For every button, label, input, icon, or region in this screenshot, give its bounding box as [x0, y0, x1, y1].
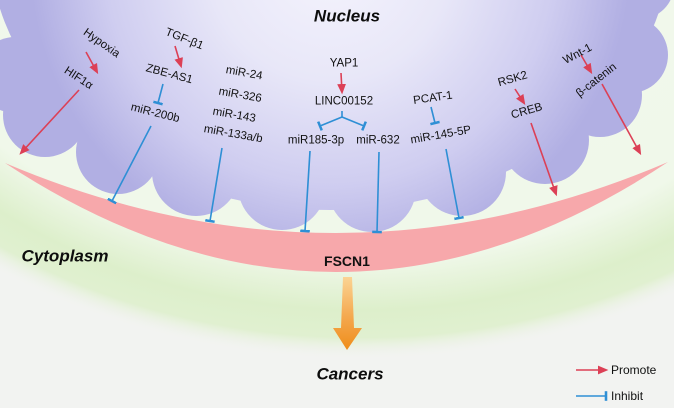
inhibit-mircluster-fscn1 — [205, 147, 223, 224]
inhibit-linc-mir185 — [316, 116, 343, 131]
cancers-title: Cancers — [316, 364, 384, 384]
arrow-wnt1-bcatenin — [580, 54, 593, 75]
node-mir-632: miR-632 — [356, 134, 400, 147]
node-yap1: YAP1 — [329, 57, 359, 70]
node-linc00152: LINC00152 — [314, 95, 374, 108]
legend-inhibit-label: Inhibit — [611, 389, 644, 403]
legend-promote-label: Promote — [611, 363, 657, 377]
arrow-creb-membrane — [530, 122, 558, 197]
arrow-tgfb1-zbeas1 — [174, 45, 183, 69]
inhibit-mir632-fscn1 — [372, 151, 382, 234]
arrow-hypoxia-hif1a — [85, 51, 99, 75]
inhibit-pcat1-mir145 — [430, 106, 440, 126]
nucleus-blob — [0, 0, 671, 232]
arrow-bcatenin-membrane — [601, 83, 642, 156]
arrow-hif1a-membrane — [19, 89, 80, 155]
cytoplasm-title: Cytoplasm — [21, 246, 109, 266]
arrow-yap1-linc00152 — [337, 72, 346, 95]
node-mir185-3p: miR185-3p — [287, 134, 345, 147]
membrane-band — [5, 162, 668, 273]
fscn1-cancers-arrow — [333, 277, 362, 350]
inhibit-mir145-fscn1 — [445, 148, 464, 221]
inhibit-mir200b-fscn1 — [107, 125, 152, 205]
promote-arrows — [19, 45, 642, 197]
inhibit-zbeas1-mir200b — [153, 83, 164, 106]
legend-symbols — [576, 365, 609, 401]
nucleus-title: Nucleus — [313, 6, 381, 26]
inhibit-lines — [107, 83, 464, 234]
arrow-rsk2-creb — [514, 88, 526, 106]
fscn1-label: FSCN1 — [324, 253, 370, 269]
inhibit-mir185-fscn1 — [300, 150, 311, 233]
inhibit-linc-mir632 — [341, 116, 368, 131]
